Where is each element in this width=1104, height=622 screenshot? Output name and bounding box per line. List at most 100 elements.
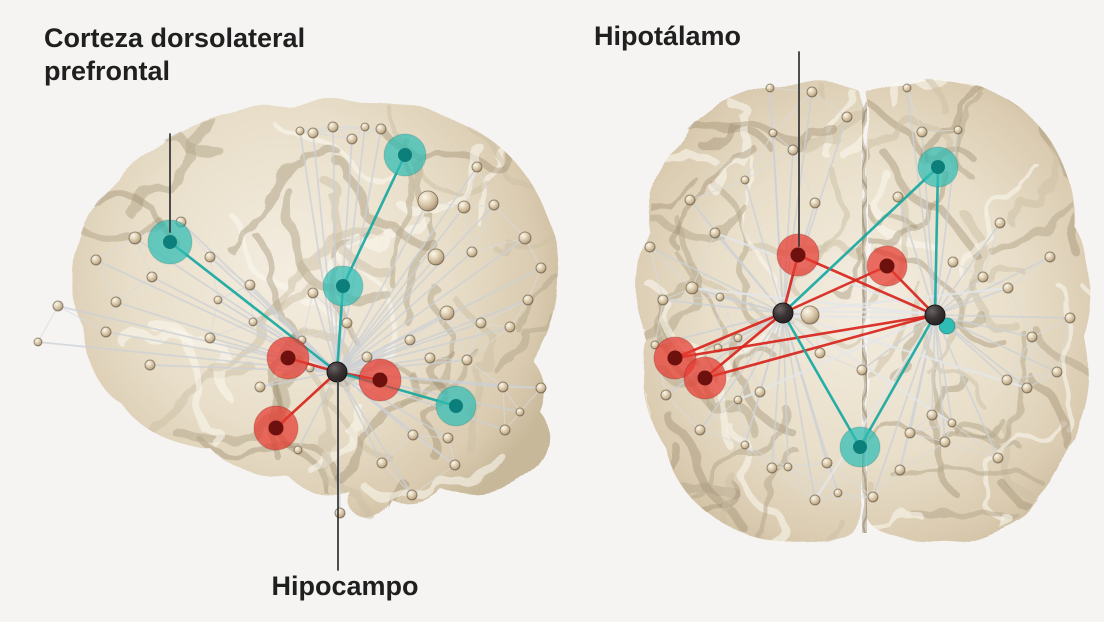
beige-node	[128, 231, 142, 245]
gyrus-squiggle	[1031, 324, 1091, 384]
gray-web-edge	[1031, 317, 1071, 338]
cyan-node-core	[398, 148, 412, 162]
beige-node	[856, 364, 868, 376]
gyrus-squiggle	[889, 78, 931, 108]
beige-node	[733, 333, 743, 343]
gray-edge	[782, 312, 816, 501]
cyan-node-core	[163, 235, 177, 249]
gray-web-edge	[493, 204, 526, 239]
red-edge	[673, 313, 937, 360]
gyrus-squiggle	[955, 164, 1041, 276]
label-hipocampo: Hipocampo	[271, 571, 419, 601]
beige-node	[685, 281, 699, 295]
red-node-core	[697, 370, 713, 386]
beige-node	[293, 445, 303, 455]
gyrus-squiggle	[638, 102, 685, 168]
gray-bundle-edge	[690, 286, 937, 317]
gyrus-squiggle	[420, 350, 455, 459]
gray-web-edge	[951, 422, 999, 459]
cyan-edge	[781, 165, 940, 315]
gyrus-squiggle	[866, 321, 910, 446]
gray-web-edge	[463, 206, 473, 253]
cyan-node-core	[336, 279, 350, 293]
gyrus-squiggle	[953, 327, 1026, 444]
gray-edge	[772, 132, 784, 314]
beige-node	[867, 491, 879, 503]
beige-node	[52, 300, 64, 312]
gray-edge	[782, 149, 794, 314]
beige-node	[660, 389, 672, 401]
gray-web-edge	[906, 87, 923, 133]
beige-node	[1021, 382, 1033, 394]
gray-web-edge	[527, 267, 542, 301]
beige-node	[754, 386, 766, 398]
gray-edge	[771, 312, 784, 469]
gray-edge	[782, 91, 813, 314]
gray-web-edge	[466, 359, 504, 388]
gray-edge	[906, 87, 936, 316]
gray-edge	[689, 199, 784, 314]
gray-web-edge	[899, 441, 946, 471]
gray-web-edge	[649, 246, 693, 289]
gray-web-edge	[466, 326, 511, 361]
gray-web-edge	[115, 276, 153, 303]
beige-node	[327, 121, 339, 133]
gray-bundle-edge	[781, 311, 1029, 390]
beige-node	[809, 197, 821, 209]
gyrus-squiggle	[717, 300, 806, 449]
center-hub-node	[924, 304, 946, 326]
beige-node	[740, 175, 750, 185]
gray-edge	[934, 314, 999, 459]
gray-bundle-edge	[813, 313, 937, 502]
cyan-edge	[341, 153, 407, 288]
gray-web-edge	[429, 312, 448, 359]
gray-edge	[336, 371, 413, 496]
beige-node	[33, 337, 43, 347]
beige-node	[916, 126, 928, 138]
beige-node	[204, 332, 216, 344]
gray-edge	[899, 314, 936, 471]
gray-edge	[336, 359, 468, 373]
beige-node	[376, 457, 388, 469]
beige-node	[841, 111, 853, 123]
beige-node	[709, 227, 721, 239]
gyrus-squiggle	[900, 78, 948, 114]
gray-edge	[336, 200, 429, 373]
gyrus-squiggle	[962, 211, 1017, 330]
gray-web-edge	[662, 296, 721, 301]
beige-node	[407, 429, 419, 441]
beige-node	[442, 432, 454, 444]
gyrus-squiggle	[657, 363, 761, 440]
gyrus-squiggle	[822, 81, 864, 158]
beige-node	[417, 190, 439, 212]
beige-node	[657, 294, 669, 306]
beige-node	[375, 123, 387, 135]
gray-web-edge	[837, 492, 874, 498]
gray-web-edge	[737, 399, 746, 446]
gray-web-edge	[719, 296, 739, 339]
gyrus-squiggle	[119, 329, 235, 402]
gray-web-edge	[772, 91, 813, 134]
beige-node	[499, 424, 511, 436]
beige-node	[346, 133, 358, 145]
gray-web-edge	[409, 312, 448, 341]
gray-edge	[312, 292, 338, 373]
gray-web-edge	[471, 237, 526, 253]
gray-web-edge	[921, 129, 959, 133]
gray-web-edge	[301, 292, 314, 341]
beige-node	[783, 462, 793, 472]
red-node-core	[879, 258, 895, 274]
beige-node	[766, 462, 778, 474]
gray-web-edge	[744, 444, 773, 469]
beige-node	[361, 351, 373, 363]
gyrus-squiggle	[319, 389, 376, 521]
gray-web-edge	[744, 444, 789, 468]
cyan-node-core	[931, 160, 945, 174]
gray-web-edge	[909, 432, 946, 443]
beige-node	[471, 161, 483, 173]
beige-node	[694, 424, 706, 436]
beige-node	[360, 122, 370, 132]
gray-edge	[336, 371, 456, 466]
gray-web-edge	[819, 352, 863, 371]
beige-node	[939, 436, 951, 448]
